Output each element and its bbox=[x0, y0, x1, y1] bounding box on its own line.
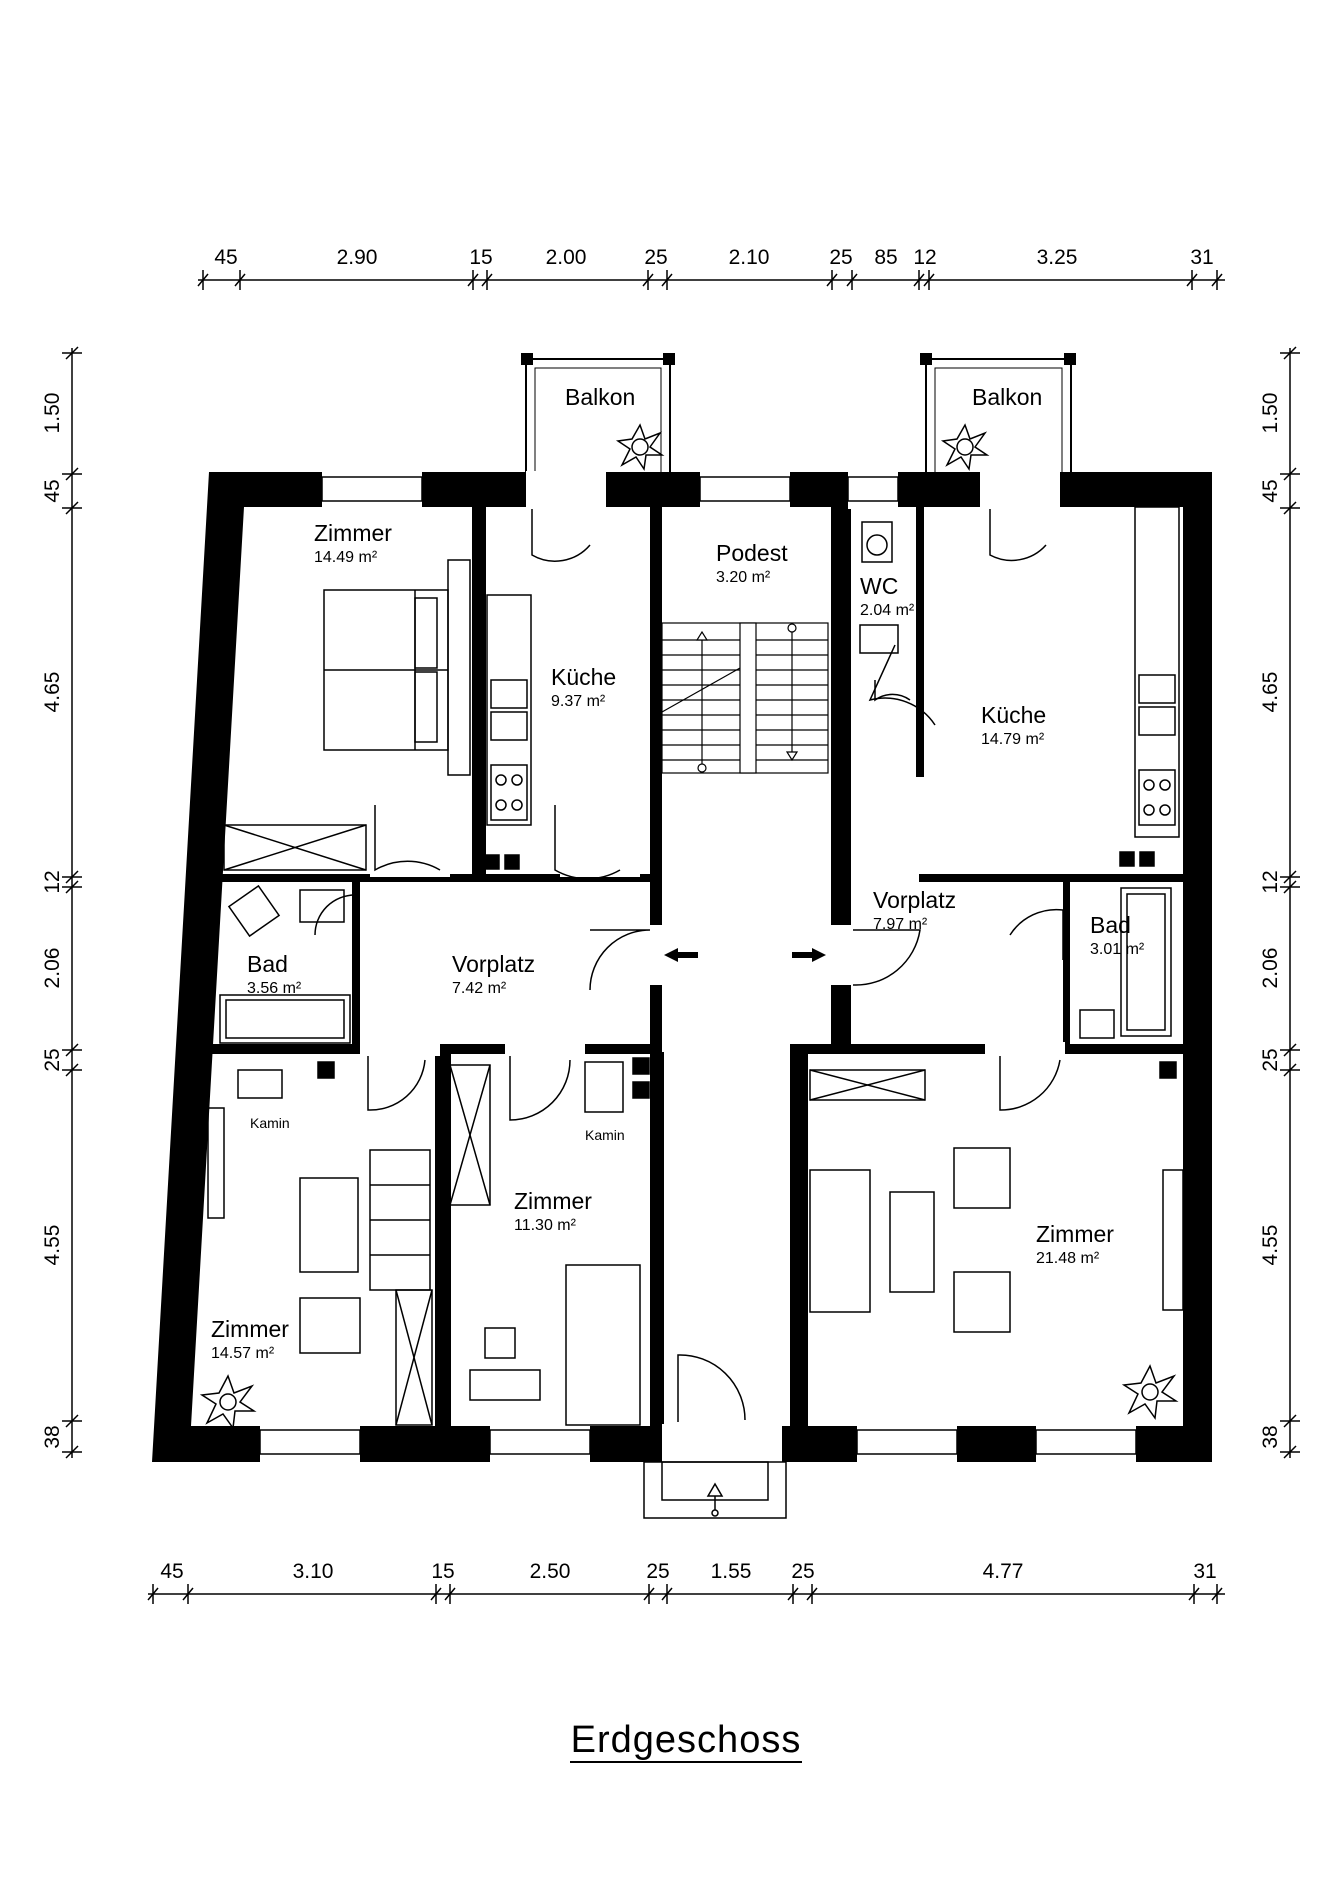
walls bbox=[152, 472, 1212, 1462]
plan-title: Erdgeschoss bbox=[571, 1719, 802, 1761]
dim-right-7: 4.55 bbox=[1259, 1225, 1282, 1266]
room-vorplatz-2-area: 7.97 m² bbox=[873, 916, 928, 933]
arrows bbox=[664, 948, 826, 962]
plant-icon bbox=[940, 423, 990, 472]
dimension-bottom-labels: 45 3.10 15 2.50 25 1.55 25 4.77 31 bbox=[160, 1560, 1216, 1583]
dim-bottom-9: 31 bbox=[1193, 1560, 1216, 1583]
dim-left-4: 12 bbox=[41, 870, 64, 893]
room-zimmer-3-area: 11.30 m² bbox=[514, 1217, 577, 1234]
label-kamin-2: Kamin bbox=[585, 1127, 625, 1143]
dim-left-2: 45 bbox=[41, 479, 64, 502]
room-zimmer-1-area: 14.49 m² bbox=[314, 549, 378, 566]
dim-left-1: 1.50 bbox=[41, 393, 64, 434]
dim-bottom-8: 4.77 bbox=[983, 1560, 1024, 1583]
dim-left-7: 4.55 bbox=[41, 1225, 64, 1266]
room-bad-2-area: 3.01 m² bbox=[1090, 941, 1145, 958]
arrow-right-icon bbox=[792, 948, 826, 962]
dimension-bottom bbox=[147, 1584, 1225, 1604]
dim-top-2: 2.90 bbox=[337, 246, 378, 269]
dim-right-2: 45 bbox=[1259, 479, 1282, 502]
dim-top-8: 85 bbox=[874, 246, 897, 269]
plant-icon bbox=[199, 1374, 257, 1431]
dim-top-6: 2.10 bbox=[729, 246, 770, 269]
dim-right-6: 25 bbox=[1259, 1048, 1282, 1071]
balcony-left bbox=[521, 353, 675, 472]
dim-left-6: 25 bbox=[41, 1048, 64, 1071]
dim-top-10: 3.25 bbox=[1037, 246, 1078, 269]
dim-right-4: 12 bbox=[1259, 870, 1282, 893]
dim-top-7: 25 bbox=[829, 246, 852, 269]
entrance-step bbox=[643, 1461, 787, 1519]
room-podest-area: 3.20 m² bbox=[716, 569, 771, 586]
room-zimmer-1-name: Zimmer bbox=[314, 520, 392, 546]
dim-bottom-2: 3.10 bbox=[293, 1560, 334, 1583]
room-zimmer-3-name: Zimmer bbox=[514, 1188, 592, 1214]
label-kamin-1: Kamin bbox=[250, 1115, 290, 1131]
room-vorplatz-2-name: Vorplatz bbox=[873, 887, 956, 913]
room-kueche-2-name: Küche bbox=[981, 702, 1046, 728]
staircase bbox=[661, 622, 829, 774]
dim-top-3: 15 bbox=[469, 246, 492, 269]
windows bbox=[160, 476, 1137, 1455]
room-vorplatz-1-area: 7.42 m² bbox=[452, 980, 507, 997]
furniture bbox=[207, 506, 1184, 1426]
plant-icon bbox=[1121, 1364, 1179, 1421]
room-kueche-1-name: Küche bbox=[551, 664, 616, 690]
room-zimmer-4-area: 21.48 m² bbox=[1036, 1250, 1100, 1267]
room-bad-2-name: Bad bbox=[1090, 912, 1131, 938]
room-wc-name: WC bbox=[860, 573, 898, 599]
dim-bottom-7: 25 bbox=[791, 1560, 814, 1583]
doors bbox=[314, 509, 1064, 1422]
balcony-right bbox=[920, 353, 1076, 472]
fireplace-icon bbox=[237, 1069, 283, 1099]
plant-icon bbox=[615, 423, 665, 472]
dim-bottom-1: 45 bbox=[160, 1560, 183, 1583]
room-bad-1-area: 3.56 m² bbox=[247, 980, 302, 997]
dim-left-8: 38 bbox=[41, 1425, 64, 1448]
dim-top-11: 31 bbox=[1190, 246, 1213, 269]
room-zimmer-2-area: 14.57 m² bbox=[211, 1345, 275, 1362]
room-zimmer-4-name: Zimmer bbox=[1036, 1221, 1114, 1247]
dimension-right-labels: 1.50 45 4.65 12 2.06 25 4.55 38 bbox=[1259, 393, 1282, 1449]
dim-right-3: 4.65 bbox=[1259, 672, 1282, 713]
dim-top-5: 25 bbox=[644, 246, 667, 269]
dim-bottom-6: 1.55 bbox=[711, 1560, 752, 1583]
dimension-top bbox=[197, 270, 1225, 290]
room-zimmer-2-name: Zimmer bbox=[211, 1316, 289, 1342]
room-balkon-left: Balkon bbox=[565, 384, 635, 410]
dim-left-5: 2.06 bbox=[41, 948, 64, 989]
dim-bottom-3: 15 bbox=[431, 1560, 454, 1583]
room-labels: Balkon Balkon Zimmer 14.49 m² Küche 9.37… bbox=[211, 384, 1145, 1362]
room-bad-1-name: Bad bbox=[247, 951, 288, 977]
dim-right-8: 38 bbox=[1259, 1425, 1282, 1448]
dim-left-3: 4.65 bbox=[41, 672, 64, 713]
room-podest-name: Podest bbox=[716, 540, 788, 566]
room-wc-area: 2.04 m² bbox=[860, 602, 915, 619]
dim-bottom-4: 2.50 bbox=[530, 1560, 571, 1583]
dimension-right bbox=[1280, 346, 1300, 1459]
plants bbox=[199, 423, 1179, 1431]
dim-right-5: 2.06 bbox=[1259, 948, 1282, 989]
dimension-left bbox=[62, 346, 82, 1459]
room-kueche-1-area: 9.37 m² bbox=[551, 693, 606, 710]
dim-top-1: 45 bbox=[214, 246, 237, 269]
room-vorplatz-1-name: Vorplatz bbox=[452, 951, 535, 977]
arrow-left-icon bbox=[664, 948, 698, 962]
room-balkon-right: Balkon bbox=[972, 384, 1042, 410]
dimension-left-labels: 1.50 45 4.65 12 2.06 25 4.55 38 bbox=[41, 393, 64, 1449]
room-kueche-2-area: 14.79 m² bbox=[981, 731, 1045, 748]
wall-openings bbox=[260, 471, 1136, 1464]
dim-top-4: 2.00 bbox=[546, 246, 587, 269]
dim-bottom-5: 25 bbox=[646, 1560, 669, 1583]
dimension-top-labels: 45 2.90 15 2.00 25 2.10 25 85 12 3.25 31 bbox=[214, 246, 1213, 269]
dim-top-9: 12 bbox=[913, 246, 936, 269]
dim-right-1: 1.50 bbox=[1259, 393, 1282, 434]
